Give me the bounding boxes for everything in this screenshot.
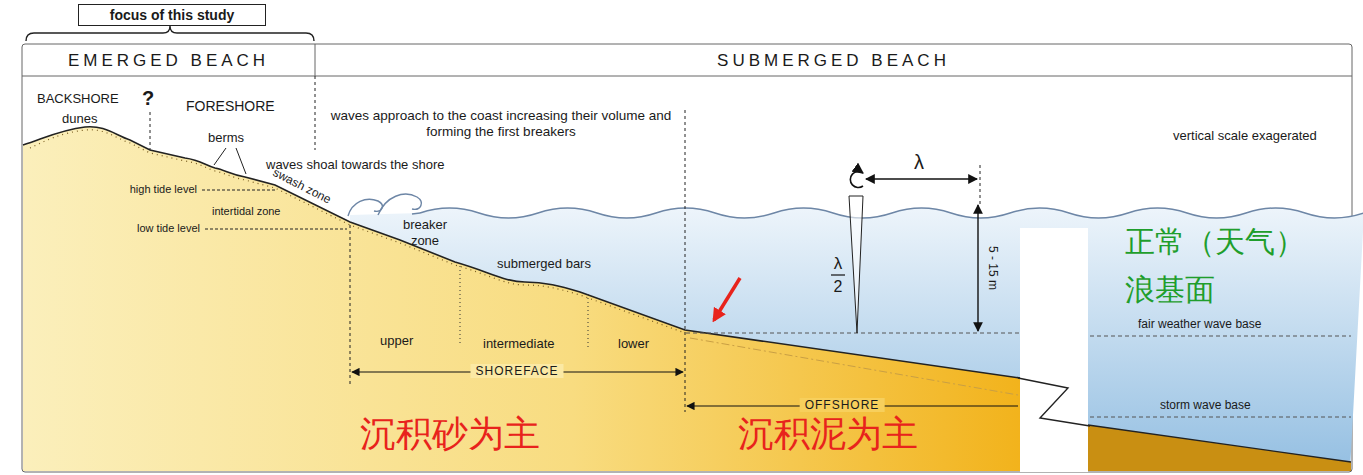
tide-leader: [205, 229, 347, 230]
fraction-bar: [831, 274, 845, 275]
dimension-label: 5 - 15 m: [986, 246, 1000, 290]
zone-divider: [588, 294, 589, 348]
seabed-profile: [23, 127, 1020, 378]
question-mark: ?: [142, 86, 154, 110]
annotation-cjk: 正常（天气） 浪基面: [1125, 218, 1321, 314]
node-text: SUBMERGED BEACH: [717, 51, 950, 71]
level-label: storm wave base: [1160, 398, 1251, 412]
note-text: waves shoal towards the shore: [266, 157, 444, 173]
wave-line: [412, 213, 420, 214]
depth-arrow: [977, 205, 978, 331]
fair-weather-wave-base: [686, 333, 1020, 334]
scale-break-symbol: [1018, 378, 1090, 426]
zone-label: lower: [618, 336, 649, 352]
breaking-wave: [378, 194, 421, 215]
feature-label: dunes: [62, 111, 97, 127]
red-pointer-arrow: [714, 278, 740, 320]
zone-divider: [350, 225, 351, 385]
wavelength-symbol: λ: [914, 150, 924, 174]
level-label: low tide level: [137, 222, 200, 235]
berm-leader: [236, 148, 246, 174]
sand-stipple: [30, 130, 685, 333]
annotation-cjk: 沉积泥为主: [738, 412, 918, 455]
zone-divider: [685, 110, 686, 412]
zone-header: EMERGED BEACH: [23, 45, 314, 76]
offshore-sand: [1088, 425, 1351, 471]
header-rule: [22, 76, 1352, 77]
zone-label: BACKSHORE: [37, 91, 119, 107]
zone-label: breaker zone: [396, 217, 454, 248]
orbital-motion-symbol: [850, 172, 863, 188]
wavelength-arrow: [866, 178, 977, 179]
wavelength-tick: [980, 165, 981, 205]
fraction-numerator: λ: [834, 254, 843, 274]
fraction-denominator: 2: [834, 277, 843, 296]
zone-divider: [315, 76, 316, 150]
node-text: EMERGED BEACH: [68, 51, 269, 71]
annotation-cjk: 沉积砂为主: [360, 412, 540, 455]
note-text: vertical scale exagerated: [1173, 128, 1317, 144]
breaking-wave: [348, 199, 382, 216]
level-label: high tide level: [130, 183, 197, 196]
zone-label: upper: [380, 333, 413, 349]
storm-wave-base: [1090, 417, 1351, 418]
wave-line: [420, 208, 1363, 218]
header-divider: [315, 44, 316, 76]
focus-box: focus of this study: [78, 4, 266, 26]
zone-label: intermediate: [483, 336, 555, 352]
note-text: waves approach to the coast increasing t…: [321, 108, 681, 140]
zone-header: SUBMERGED BEACH: [316, 45, 1351, 76]
level-label: fair weather wave base: [1138, 317, 1261, 331]
feature-label: submerged bars: [497, 256, 591, 272]
scale-break-gap: [1020, 228, 1088, 472]
focus-brace: [26, 26, 314, 41]
zone-divider: [150, 112, 151, 150]
berm-leader: [214, 148, 226, 165]
tide-leader: [202, 190, 276, 191]
sediment-line: [690, 338, 1018, 395]
feature-label: berms: [208, 130, 244, 146]
zone-label: OFFSHORE: [800, 398, 885, 412]
offshore-seabed: [1088, 425, 1351, 462]
beach-sand: [23, 127, 1020, 471]
fair-weather-wave-base: [1090, 336, 1351, 337]
orbital-decay-wedge: [849, 196, 863, 333]
zone-label: intertidal zone: [212, 205, 281, 218]
zone-divider: [460, 266, 461, 346]
zone-label: SHOREFACE: [470, 364, 563, 378]
zone-label: FORESHORE: [186, 98, 275, 115]
node-text: focus of this study: [110, 7, 234, 23]
